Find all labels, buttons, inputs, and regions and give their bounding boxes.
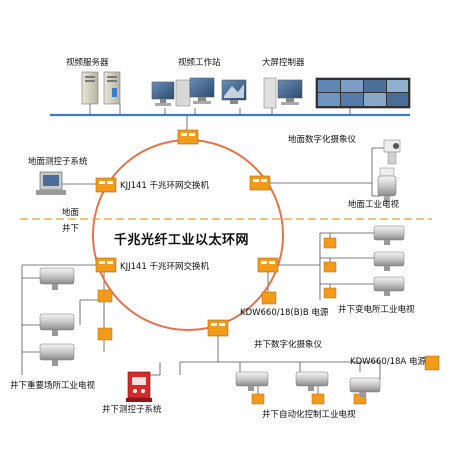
label-underground-monitor-system: 井下测控子系统 <box>102 405 162 415</box>
label-ground: 地面 <box>62 208 80 218</box>
label-switch-underground: KJJ141 千兆环网交换机 <box>120 262 210 272</box>
power-supply-icons <box>97 237 440 405</box>
surface-industrial-camera-icon <box>377 167 397 202</box>
switch-right-underground-icon <box>257 257 279 273</box>
label-key-area-tv: 井下重要场所工业电视 <box>10 381 96 391</box>
label-video-workstation: 视频工作站 <box>178 58 221 68</box>
label-video-server: 视频服务器 <box>66 58 109 68</box>
switch-right-surface-icon <box>249 175 271 191</box>
label-underground: 井下 <box>62 224 80 234</box>
bigscreen-controller-icon <box>263 77 411 109</box>
surface-digital-camera-icon <box>383 139 401 165</box>
label-surface-monitor-system: 地面测控子系统 <box>28 157 88 167</box>
label-power-a: KDW660/18A 电源 <box>350 357 426 367</box>
label-substation-tv: 井下变电所工业电视 <box>338 305 415 315</box>
label-automation-tv: 井下自动化控制工业电视 <box>262 410 356 420</box>
connection-lines <box>21 104 385 395</box>
label-switch-surface: KJJ141 千兆环网交换机 <box>120 181 210 191</box>
surface-monitor-icon <box>36 171 66 195</box>
label-underground-digital-camera: 井下数字化摄象仪 <box>254 340 323 350</box>
label-surface-digital-camera: 地面数字化摄象仪 <box>288 135 357 145</box>
ring-switch-icons <box>95 129 279 337</box>
switch-left-underground-icon <box>95 257 117 273</box>
switch-bottom-icon <box>207 319 229 337</box>
label-power-b: KDW660/18(B)B 电源 <box>240 308 329 318</box>
switch-top-icon <box>177 129 199 145</box>
label-bigscreen-controller: 大屏控制器 <box>262 58 305 68</box>
underground-camera-icons <box>39 225 405 397</box>
underground-monitor-icon <box>126 371 152 402</box>
label-surface-industrial-tv: 地面工业电视 <box>348 200 400 210</box>
video-workstation-icon <box>151 77 247 107</box>
video-server-icon <box>81 71 121 105</box>
switch-left-surface-icon <box>95 177 117 193</box>
label-ring-name: 千兆光纤工业以太环网 <box>114 233 250 248</box>
